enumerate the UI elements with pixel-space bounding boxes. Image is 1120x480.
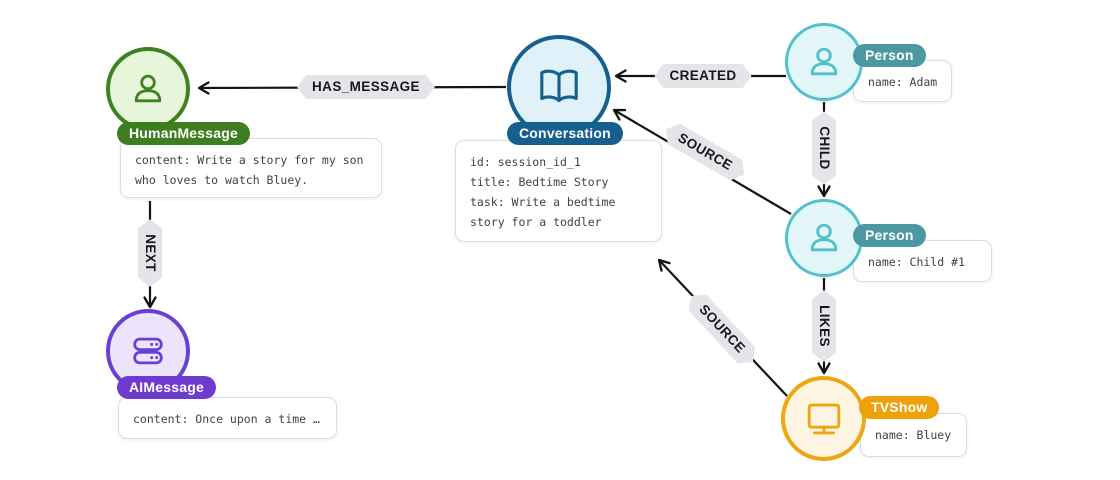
property-line: who loves to watch Bluey. [135, 173, 309, 187]
node-humanmessage [106, 47, 190, 131]
property-line: content: Once upon a time … [133, 412, 320, 426]
node-person-adam [785, 23, 863, 101]
property-line: id: session_id_1 [470, 155, 581, 169]
edge-label-likes: LIKES [812, 290, 836, 362]
label-badge-humanmessage: HumanMessage [117, 122, 250, 145]
property-line: title: Bedtime Story [470, 175, 609, 189]
label-badge-aimessage: AIMessage [117, 376, 216, 399]
property-line: name: Bluey [875, 428, 952, 442]
label-badge-person-child: Person [853, 224, 926, 247]
edge-label-child: CHILD [812, 111, 836, 184]
person-icon [810, 223, 838, 252]
property-line: story for a toddler [470, 215, 602, 229]
properties-card-humanmessage: content: Write a story for my son who lo… [120, 138, 382, 198]
properties-card-conversation: id: session_id_1 title: Bedtime Story ta… [455, 140, 662, 242]
database-icon [133, 337, 163, 365]
edge-label-created: CREATED [654, 64, 751, 88]
node-person-child [785, 199, 863, 277]
label-badge-person-adam: Person [853, 44, 926, 67]
edge-label-has-message: HAS_MESSAGE [297, 75, 435, 99]
node-tvshow [781, 376, 866, 461]
properties-card-aimessage: content: Once upon a time … [118, 397, 337, 439]
properties-card-person-child: name: Child #1 [853, 240, 992, 282]
tv-icon [807, 403, 840, 434]
person-icon [134, 74, 162, 103]
property-line: task: Write a bedtime [470, 195, 616, 209]
label-badge-tvshow: TVShow [859, 396, 940, 419]
edge-label-next: NEXT [138, 219, 162, 287]
property-line: name: Child #1 [868, 255, 965, 269]
property-line: content: Write a story for my son [135, 153, 364, 167]
properties-card-tvshow: name: Bluey [860, 413, 967, 457]
property-line: name: Adam [868, 75, 938, 89]
person-icon [810, 47, 838, 76]
open-book-icon [540, 69, 578, 103]
label-badge-conversation: Conversation [507, 122, 623, 145]
